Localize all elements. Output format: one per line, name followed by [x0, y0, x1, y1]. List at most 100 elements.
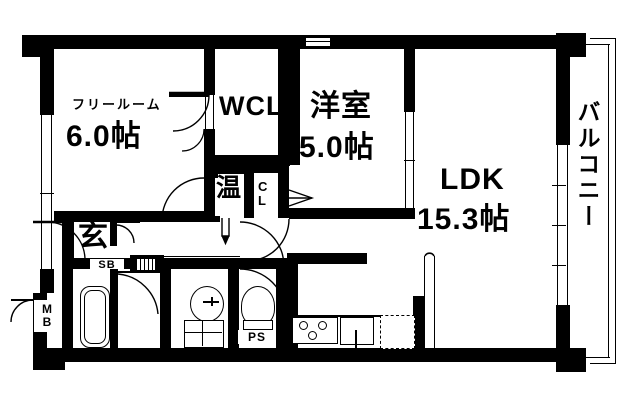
wall-freeroom-wcl-lower	[204, 129, 215, 165]
genkan-inner-door-arc	[115, 224, 135, 244]
refrigerator-space-icon	[380, 315, 415, 349]
window-top	[306, 38, 330, 46]
wall-cl-top	[254, 166, 289, 173]
ldk-partition-cap	[424, 252, 435, 257]
meter-box-line-2: B	[42, 315, 52, 329]
wall-freeroom-bottom	[54, 211, 214, 222]
wall-ldk-western-top	[404, 49, 415, 112]
washbasin-icon	[190, 286, 224, 322]
heater-vent-arrow	[221, 218, 230, 237]
window-top-line	[306, 41, 330, 42]
meter-box-line-1: M	[42, 302, 52, 317]
wall-heater-top	[204, 166, 254, 174]
balcony-rail-outer-right	[615, 38, 617, 364]
kitchen-counter-edge	[287, 315, 380, 317]
wall-genkan-right	[110, 222, 116, 246]
free-room-name: フリールーム	[72, 97, 162, 112]
freeroom-door-frame-b	[213, 95, 215, 129]
wall-wcl-bottom	[204, 155, 290, 166]
wcl-door-arc	[181, 128, 205, 152]
pipe-space-label: PS	[238, 330, 276, 344]
ldk-size: 15.3帖	[417, 203, 511, 236]
ldk-partition-face-a	[424, 256, 426, 349]
vent-grille-icon	[137, 259, 155, 270]
wall-kitchen-top	[287, 253, 367, 264]
balcony-door-frame-b	[567, 145, 569, 305]
wall-kitchen-left	[287, 264, 298, 349]
balcony-door-mullion-2	[552, 225, 566, 227]
wcl-label: WCL	[219, 91, 284, 121]
balcony-rail-inner-right	[608, 44, 610, 358]
vent-bar-4	[152, 259, 154, 270]
bathtub-inner	[84, 290, 106, 344]
pillar-bottom-left	[33, 348, 65, 370]
wall-freeroom-wcl	[204, 49, 215, 95]
kitchen-sink-faucet	[355, 330, 357, 348]
wall-right-upper	[556, 49, 570, 145]
washbasin-cabinet-h	[184, 332, 222, 334]
stove-burner-3	[308, 331, 317, 340]
wall-heater-right	[244, 166, 254, 218]
wall-toilet-right	[276, 269, 287, 349]
ldk-partition-face-b	[434, 256, 436, 349]
free-room-size: 6.0帖	[66, 120, 142, 153]
wall-washroom-top	[171, 258, 287, 269]
balcony-rail-outer-top	[590, 38, 616, 40]
genkan-edge	[116, 222, 118, 246]
wall-freeroom-door-head-line	[169, 95, 209, 97]
balcony-rail-inner-top	[586, 44, 610, 46]
wall-left-lower	[40, 269, 54, 293]
vent-bar-1	[140, 259, 142, 270]
genkan-label: 玄	[78, 220, 108, 253]
stove-burner-1	[299, 321, 308, 330]
water-heater-label: 温	[216, 174, 242, 202]
window-left-mullion	[40, 193, 54, 195]
meter-box-label: M B	[34, 300, 60, 332]
vent-bar-2	[144, 259, 146, 270]
window-left-frame-a	[41, 115, 43, 275]
closet-label: C L	[258, 175, 278, 213]
window-left-frame-b	[51, 115, 53, 275]
stove-burner-2	[318, 321, 327, 330]
wall-bath-right	[110, 269, 118, 349]
wall-ldk-partition	[413, 296, 424, 349]
wall-genkan-left	[62, 222, 73, 262]
corridor-ledge	[164, 256, 240, 258]
balcony-door-mullion-1	[552, 185, 566, 187]
heater-vent-tip	[221, 235, 230, 246]
bath-door-arc	[117, 273, 159, 315]
wall-right-lower	[556, 305, 570, 353]
vent-bar-3	[148, 259, 150, 270]
ldk-name: LDK	[440, 163, 505, 196]
wall-wcl-right	[278, 49, 289, 165]
wall-bath-left	[62, 269, 73, 349]
wall-toilet-left	[228, 269, 239, 349]
western-room-name: 洋室	[310, 90, 372, 123]
wall-washroom-right	[160, 269, 171, 349]
western-room-size: 5.0帖	[299, 131, 375, 164]
wall-western-bottom	[289, 208, 415, 219]
wall-left-upper	[40, 49, 54, 115]
freeroom-door-frame-a	[205, 95, 207, 129]
genkan-step-line-a	[73, 222, 75, 262]
balcony-rail-inner-bottom	[586, 357, 610, 359]
closet-line-2: L	[258, 193, 266, 208]
wall-western-left	[289, 49, 300, 165]
meter-box-door-arc	[10, 299, 34, 323]
toilet-tank	[243, 320, 273, 330]
wall-bottom-outer	[33, 348, 580, 362]
kitchen-sink-icon	[340, 317, 374, 345]
closet-door-arc	[288, 189, 315, 207]
wall-top-outer	[22, 35, 580, 49]
wall-cl-right	[278, 166, 289, 218]
balcony-door-mullion-3	[552, 265, 566, 267]
wall-hall-top-left	[54, 211, 65, 223]
washbasin-cabinet	[184, 320, 224, 348]
stove-three-burner-icon	[292, 317, 338, 344]
closet-line-1: C	[258, 179, 268, 195]
western-room-door-arc	[246, 218, 290, 262]
washbasin-faucet-v	[211, 297, 213, 306]
shoe-box-label: SB	[90, 259, 124, 271]
wall-heater-left	[204, 166, 215, 218]
